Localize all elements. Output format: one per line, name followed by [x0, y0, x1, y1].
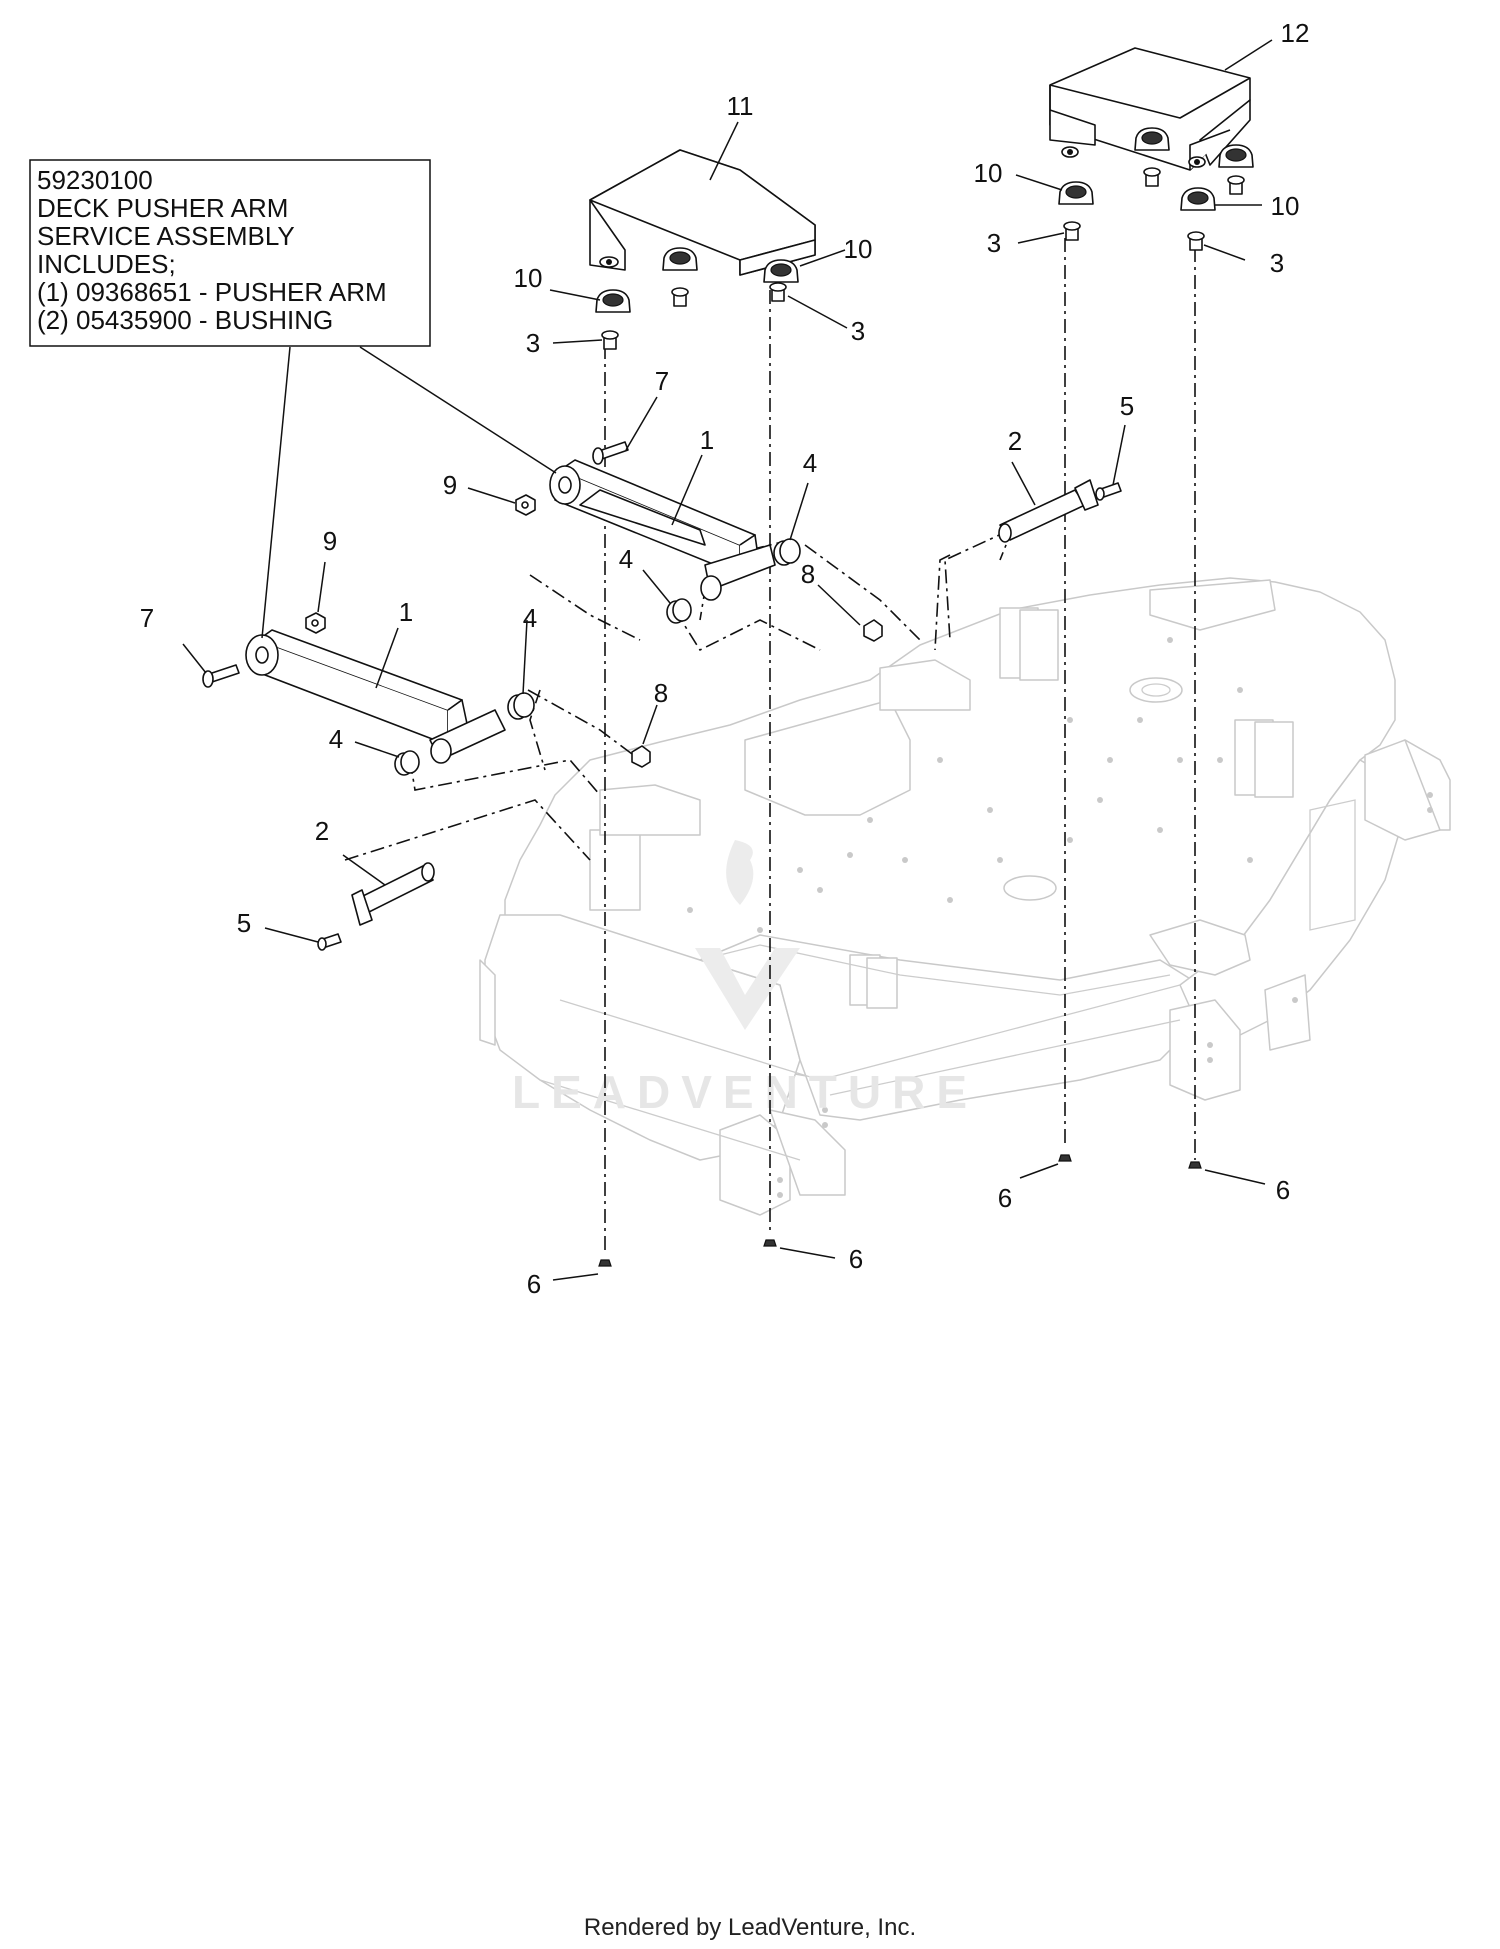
callout-1-b: 1	[399, 597, 413, 627]
callout-6-c: 6	[998, 1183, 1012, 1213]
nuts	[305, 494, 883, 768]
callout-8-a: 8	[801, 559, 815, 589]
assembly-info-box: 59230100 DECK PUSHER ARM SERVICE ASSEMBL…	[29, 159, 431, 347]
mower-deck	[479, 577, 1451, 1216]
watermark-logo	[695, 948, 800, 1030]
callout-3-c: 3	[851, 316, 865, 346]
leader-lines	[182, 39, 1273, 1281]
callout-6-a: 6	[527, 1269, 541, 1299]
assembly-line-6: (2) 05435900 - BUSHING	[37, 305, 333, 335]
callout-4-d: 4	[329, 724, 343, 754]
pivot-shafts	[317, 479, 1122, 951]
callout-10-a: 10	[974, 158, 1003, 188]
pusher-arm-lower	[245, 629, 506, 764]
callout-3-b: 3	[987, 228, 1001, 258]
callout-8-b: 8	[654, 678, 668, 708]
watermark-text: LEADVENTURE	[512, 1066, 978, 1118]
callout-6-d: 6	[1276, 1175, 1290, 1205]
assembly-line-5: (1) 09368651 - PUSHER ARM	[37, 277, 387, 307]
deflector-shield-left	[589, 149, 816, 276]
callout-3-d: 3	[1270, 248, 1284, 278]
callout-1-a: 1	[700, 425, 714, 455]
callout-2-b: 2	[315, 816, 329, 846]
callout-3-a: 3	[526, 328, 540, 358]
callout-2-a: 2	[1008, 426, 1022, 456]
footer-credit: Rendered by LeadVenture, Inc.	[584, 1914, 916, 1941]
callout-9-b: 9	[323, 526, 337, 556]
assembly-line-2: DECK PUSHER ARM	[37, 193, 288, 223]
callout-10-d: 10	[1271, 191, 1300, 221]
callout-7-b: 7	[140, 603, 154, 633]
callout-5-b: 5	[237, 908, 251, 938]
bottom-fasteners	[598, 1154, 1202, 1267]
callout-7-a: 7	[655, 366, 669, 396]
assembly-line-4: INCLUDES;	[37, 249, 176, 279]
callout-4-b: 4	[619, 544, 633, 574]
bushings	[394, 538, 801, 776]
callout-11: 11	[727, 91, 754, 121]
callout-labels: 12 11 10 10 10 10 3 3 3 3 7 7 1 1 9 9 2 …	[140, 18, 1310, 1299]
callout-12: 12	[1281, 18, 1310, 48]
callout-6-b: 6	[849, 1244, 863, 1274]
pins	[202, 441, 629, 688]
assembly-line-3: SERVICE ASSEMBLY	[37, 221, 295, 251]
callout-4-a: 4	[803, 448, 817, 478]
callout-10-c: 10	[844, 234, 873, 264]
callout-4-c: 4	[523, 603, 537, 633]
deflector-shield-right	[1049, 47, 1251, 171]
callout-10-b: 10	[514, 263, 543, 293]
assembly-line-1: 59230100	[37, 165, 153, 195]
callout-9-a: 9	[443, 470, 457, 500]
callout-5-a: 5	[1120, 391, 1134, 421]
screws	[601, 167, 1245, 350]
pusher-arm-upper	[549, 459, 776, 601]
rubber-bumpers	[595, 127, 1254, 313]
